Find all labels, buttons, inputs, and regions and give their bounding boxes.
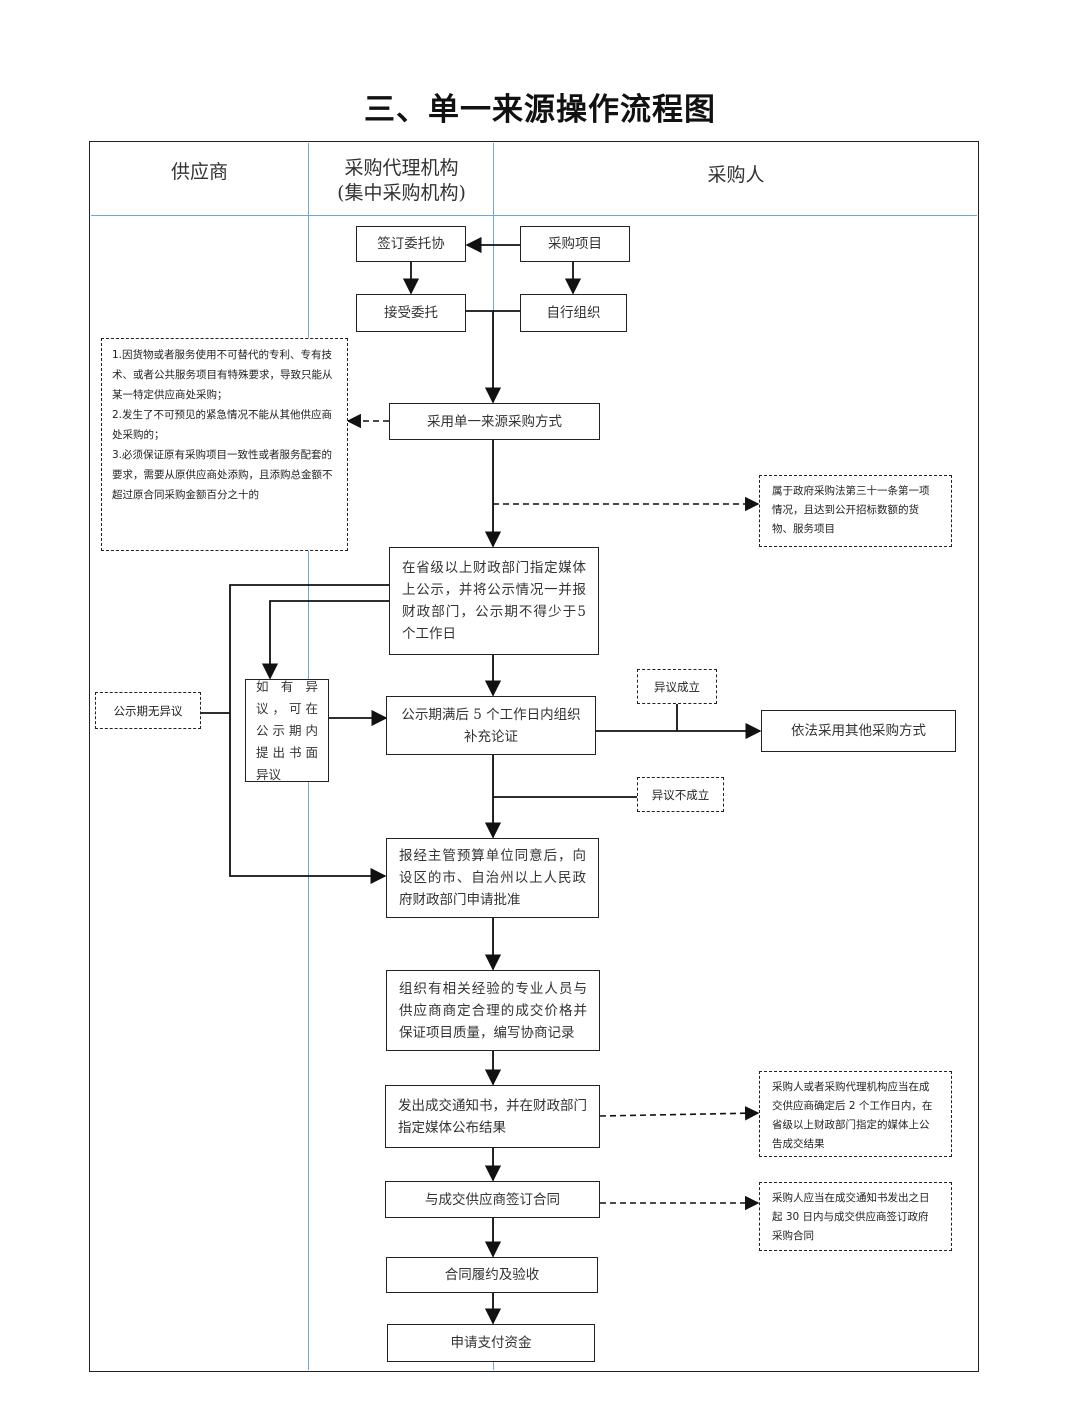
node-accept-entrust: 接受委托 (356, 294, 466, 332)
node-objection: 如有异议，可在公示期内提出书面异议 (245, 679, 329, 782)
node-supplement-demonstration: 公示期满后 5 个工作日内组织补充论证 (386, 696, 596, 755)
page-title: 三、单一来源操作流程图 (364, 92, 716, 128)
note-contract-deadline: 采购人应当在成交通知书发出之日起 30 日内与成交供应商签订政府采购合同 (759, 1182, 952, 1251)
note-law-31: 属于政府采购法第三十一条第一项情况，且达到公开招标数额的货物、服务项目 (759, 475, 952, 547)
node-apply-approval: 报经主管预算单位同意后，向设区的市、自治州以上人民政府财政部门申请批准 (386, 838, 599, 918)
arrow-publicize-to-apply (229, 584, 389, 885)
lane-header-purchaser: 采购人 (707, 164, 765, 186)
arrow-publicize-to-objection (261, 600, 389, 680)
node-other-method: 依法采用其他采购方式 (761, 710, 956, 752)
node-publicize: 在省级以上财政部门指定媒体上公示，并将公示情况一并报财政部门，公示期不得少于5个… (389, 547, 599, 655)
lane-header-agency-line1: 采购代理机构 (344, 157, 459, 179)
note-announce-result: 采购人或者采购代理机构应当在成交供应商确定后 2 个工作日内，在省级以上财政部门… (759, 1071, 952, 1157)
note-objection-invalid: 异议不成立 (637, 777, 724, 812)
arrow-notice-to-announce (599, 1106, 760, 1121)
note-conditions: 1.因货物或者服务使用不可替代的专利、专有技术、或者公共服务项目有特殊要求，导致… (101, 338, 348, 551)
lane-header-divider (91, 215, 977, 216)
note-no-objection: 公示期无异议 (95, 692, 201, 729)
node-performance-acceptance: 合同履约及验收 (386, 1257, 598, 1293)
note-condition-2: 2.发生了不可预见的紧急情况不能从其他供应商处采购的； (112, 409, 333, 441)
note-condition-3: 3.必须保证原有采购项目一致性或者服务配套的要求，需要从原供应商处添购，且添购总… (112, 449, 333, 501)
node-adopt-single-source: 采用单一来源采购方式 (389, 403, 600, 440)
lane-header-agency: 采购代理机构 (集中采购机构) (310, 156, 493, 206)
node-issue-notice: 发出成交通知书，并在财政部门指定媒体公布结果 (385, 1085, 600, 1148)
node-sign-contract: 与成交供应商签订合同 (385, 1181, 600, 1218)
lane-header-supplier: 供应商 (170, 161, 228, 183)
node-sign-entrust: 签订委托协 (356, 226, 466, 262)
lane-header-agency-line2: (集中采购机构) (337, 182, 466, 204)
note-objection-valid: 异议成立 (637, 669, 717, 704)
node-self-organize: 自行组织 (520, 294, 627, 332)
node-apply-payment: 申请支付资金 (387, 1324, 595, 1362)
node-procurement-project: 采购项目 (520, 226, 630, 262)
note-condition-1: 1.因货物或者服务使用不可替代的专利、专有技术、或者公共服务项目有特殊要求，导致… (112, 349, 333, 401)
flowchart-frame (89, 141, 979, 1372)
node-organize-negotiation: 组织有相关经验的专业人员与供应商商定合理的成交价格并保证项目质量，编写协商记录 (386, 970, 600, 1051)
